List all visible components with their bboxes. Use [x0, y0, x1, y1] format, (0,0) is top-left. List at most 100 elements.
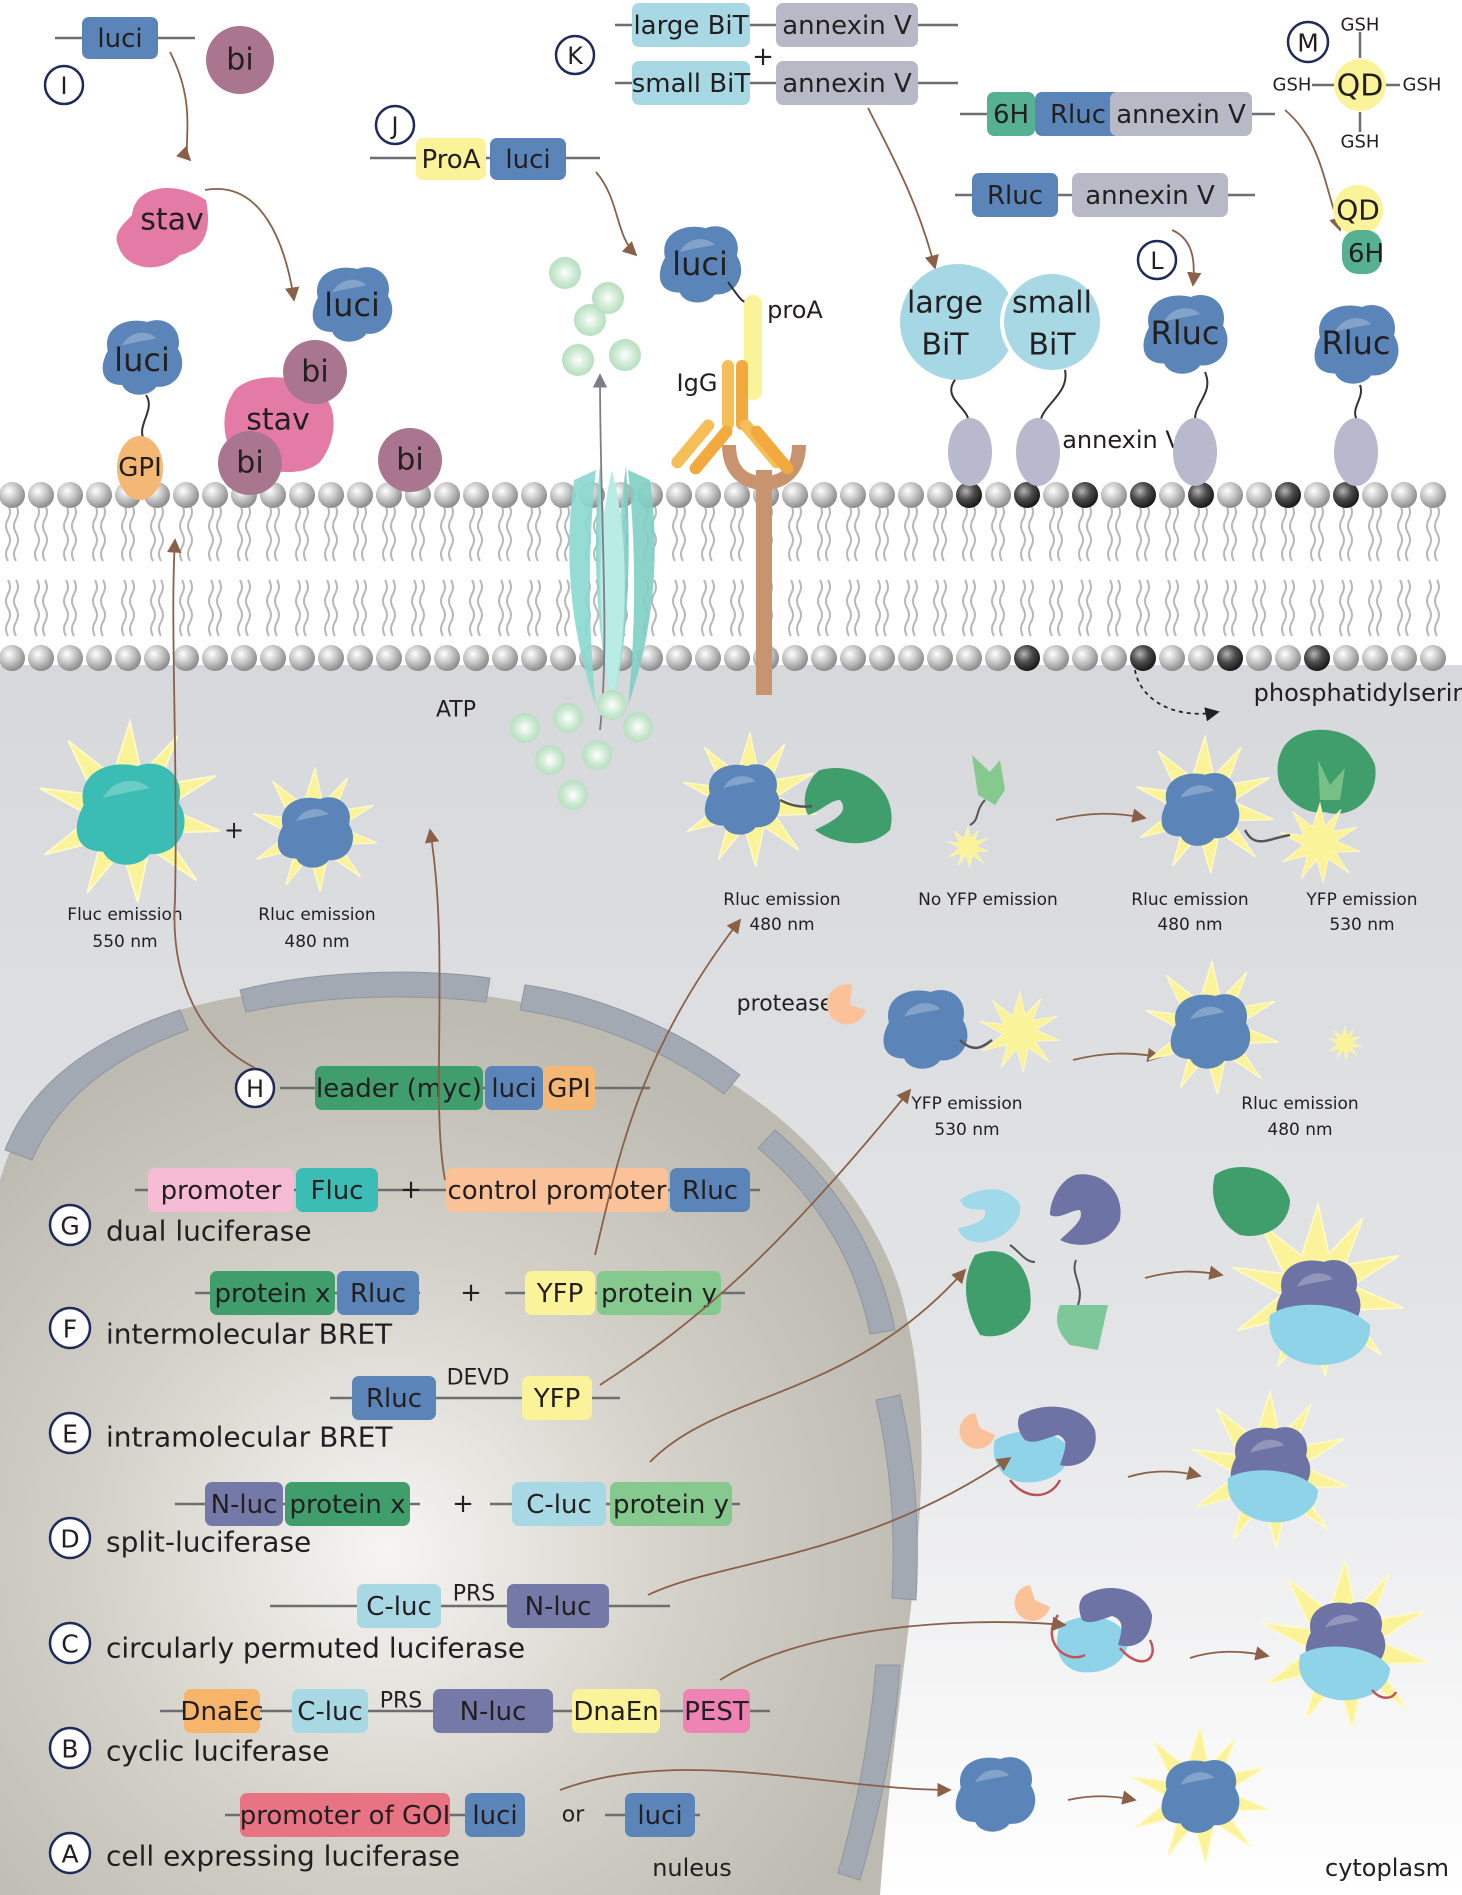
- phospholipid-head: [318, 482, 344, 508]
- lipid-tail: [158, 579, 164, 637]
- lipid-tail: [1049, 579, 1055, 637]
- box-yfp-e-text: YFP: [533, 1384, 581, 1414]
- label-rluc-emission-f: Rluc emission: [723, 890, 840, 910]
- lipid-tail: [216, 579, 222, 637]
- phosphatidylserine-head: [1072, 482, 1098, 508]
- phospholipid-head: [1275, 645, 1301, 671]
- phospholipid-head: [1101, 482, 1127, 508]
- blob-highlight: [904, 1003, 941, 1017]
- luciferase-gpi-anchored: [102, 320, 183, 395]
- lipid-tail: [817, 579, 823, 637]
- lipid-tail: [5, 504, 11, 562]
- phospholipid-head: [1043, 482, 1069, 508]
- c-luc-fragment-c: [993, 1431, 1070, 1483]
- c-luc-fragment: [958, 1189, 1021, 1243]
- atp-particle: [553, 703, 583, 733]
- lipid-tail: [506, 579, 512, 637]
- lipid-tail: [187, 579, 193, 637]
- phospholipid-head: [289, 482, 315, 508]
- yfp-protein-y-bound: [1277, 729, 1376, 814]
- lipid-tail: [332, 504, 338, 562]
- lipid-tail: [100, 579, 106, 637]
- label-nucleus: nuleus: [652, 1854, 732, 1882]
- lipid-tail: [150, 504, 156, 562]
- lipid-tail: [274, 504, 280, 562]
- blob-shape: [704, 764, 781, 835]
- phospholipid-head: [869, 482, 895, 508]
- label-qd-top: QD: [1337, 69, 1384, 104]
- lipid-tail: [179, 579, 185, 637]
- label-intramolecular-bret: intramolecular BRET: [106, 1421, 393, 1454]
- lipid-tail: [970, 504, 976, 562]
- phospholipid-head: [1304, 482, 1330, 508]
- phospholipid-head: [1362, 645, 1388, 671]
- lipid-tail: [1347, 579, 1353, 637]
- box-leader-myc: leader (myc): [315, 1066, 483, 1110]
- linker: [779, 798, 813, 808]
- atp-particle: [574, 304, 606, 336]
- lipid-tail: [63, 504, 69, 562]
- phospholipid-head: [318, 645, 344, 671]
- lipid-tail: [324, 504, 330, 562]
- protein-y-fragment: [1057, 1305, 1108, 1350]
- arrow-a-emission: [1067, 1790, 1137, 1805]
- label-rluc-emission-g: Rluc emission: [258, 905, 375, 925]
- lipid-tail: [1202, 579, 1208, 637]
- lipid-tail: [1115, 579, 1121, 637]
- lipid-tail: [535, 504, 541, 562]
- lipid-tail: [1049, 504, 1055, 562]
- lipid-tail: [1028, 504, 1034, 562]
- box-c-luc-c-text: C-luc: [366, 1592, 432, 1622]
- prs-linker: [1009, 1479, 1062, 1497]
- lipid-tail: [440, 579, 446, 637]
- label-yfp-530nm-f: 530 nm: [1329, 915, 1394, 935]
- box-protein-x-d-text: protein x: [289, 1490, 405, 1520]
- small-bit-outline: [1000, 270, 1104, 374]
- box-rluc-f: Rluc: [337, 1271, 419, 1315]
- lipid-tail: [1057, 579, 1063, 637]
- lipid-tail: [237, 504, 243, 562]
- box-rluc-6h-text: Rluc: [1050, 100, 1106, 130]
- igg-arm: [750, 425, 794, 475]
- panel-label-A: A: [48, 1831, 92, 1875]
- label-yfp-emission-f: YFP emission: [1305, 890, 1417, 910]
- c-luc-reconstituted: [1269, 1304, 1371, 1365]
- atp-particle: [549, 257, 581, 289]
- lipid-tail: [846, 504, 852, 562]
- lipid-tail: [730, 579, 736, 637]
- label-plus-k: +: [752, 42, 774, 72]
- lipid-tail: [42, 504, 48, 562]
- box-shape: [1110, 92, 1252, 136]
- lipid-tail: [651, 579, 657, 637]
- box-shape: [776, 3, 918, 47]
- lipid-tail: [991, 579, 997, 637]
- lipid-tail: [303, 504, 309, 562]
- atp-particle: [510, 713, 540, 743]
- cell-membrane: [0, 482, 1446, 671]
- protein-x-bound: [1212, 1167, 1290, 1236]
- phospholipid-head: [521, 482, 547, 508]
- arrow-e-to-protease: [599, 1088, 912, 1386]
- phospholipid-head: [86, 482, 112, 508]
- panel-label-B-letter: B: [61, 1735, 78, 1764]
- firefly-luciferase-emitting: [76, 763, 185, 865]
- box-annexin-v-6h: annexin V: [1110, 92, 1252, 136]
- atp-particle: [582, 740, 612, 770]
- blob-shape: [659, 226, 742, 303]
- lipid-tail: [854, 579, 860, 637]
- label-small: small: [1012, 286, 1092, 321]
- box-annexin-v-k1: annexin V: [776, 3, 918, 47]
- lipid-tail: [556, 504, 562, 562]
- protein-y-alone: [972, 755, 1005, 805]
- streptavidin-shape: [116, 188, 209, 268]
- box-shape: [525, 1271, 595, 1315]
- lipid-tail: [933, 504, 939, 562]
- phospholipid-head: [869, 645, 895, 671]
- panel-label-C-letter: C: [61, 1630, 78, 1659]
- lipid-tail: [411, 579, 417, 637]
- label-devd: DEVD: [447, 1366, 510, 1391]
- box-shape: [82, 17, 158, 59]
- lipid-tail: [1397, 579, 1403, 637]
- phospholipid-head: [782, 645, 808, 671]
- panel-label-I-letter: I: [60, 72, 67, 100]
